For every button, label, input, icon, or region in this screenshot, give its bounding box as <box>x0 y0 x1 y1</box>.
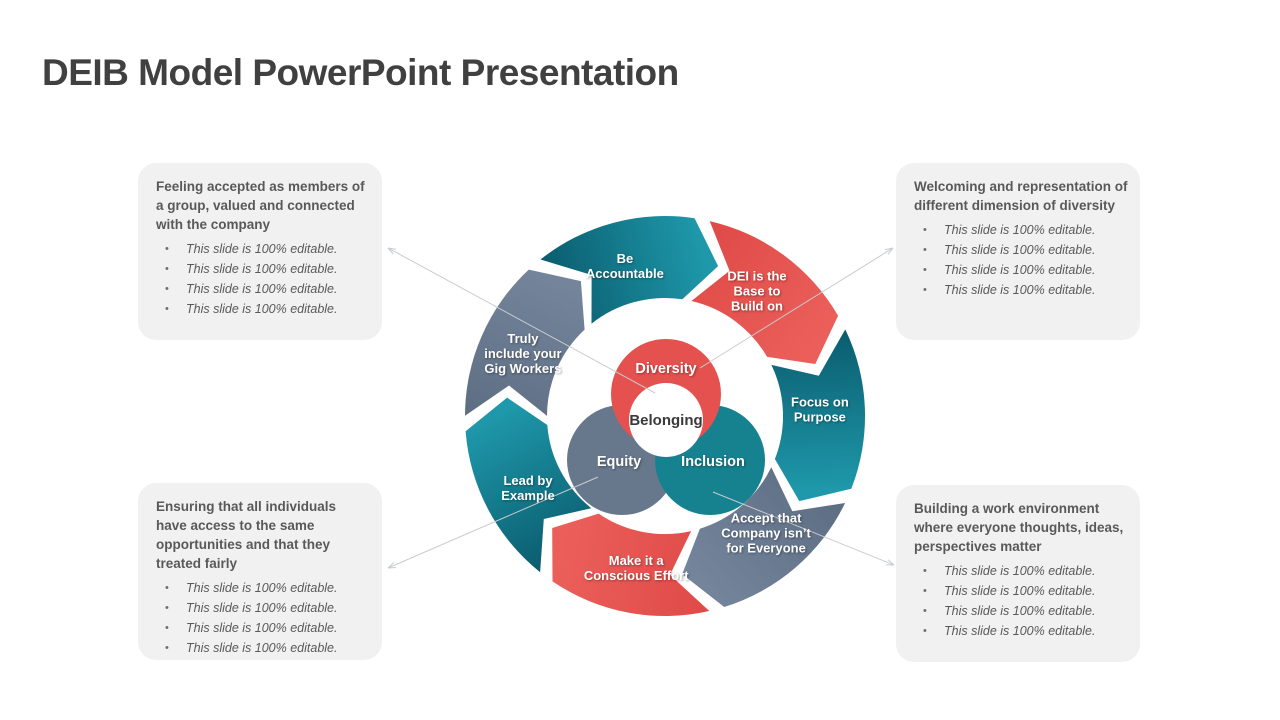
info-card-bottom-left: Ensuring that all individuals have acces… <box>138 483 382 660</box>
bullet-item: This slide is 100% editable. <box>914 280 1128 300</box>
bullet-item: This slide is 100% editable. <box>156 598 370 618</box>
connector-line <box>387 247 656 394</box>
ring-segment-truly-include-your-gig-workers <box>465 269 585 416</box>
card-bullet-list: This slide is 100% editable.This slide i… <box>914 220 1128 300</box>
ring-segment-accept-that-company-isn-t-for-everyone <box>682 467 846 607</box>
card-bullet-list: This slide is 100% editable.This slide i… <box>156 239 370 319</box>
ring-segments <box>465 216 866 616</box>
card-heading: Welcoming and representation of differen… <box>914 179 1128 213</box>
connector-arrowhead <box>387 247 396 250</box>
ring-segment-dei-is-the-base-to-build-on <box>691 221 839 364</box>
bullet-item: This slide is 100% editable. <box>914 220 1128 240</box>
card-heading: Ensuring that all individuals have acces… <box>156 499 337 571</box>
card-heading: Feeling accepted as members of a group, … <box>156 179 365 232</box>
connector-arrowhead <box>387 562 395 569</box>
bullet-item: This slide is 100% editable. <box>914 621 1128 641</box>
connector-line <box>712 491 895 566</box>
venn-label-diversity: Diversity <box>635 361 696 377</box>
bullet-item: This slide is 100% editable. <box>156 259 370 279</box>
ring-segment-lead-by-example <box>465 397 592 573</box>
bullet-item: This slide is 100% editable. <box>914 260 1128 280</box>
center-label-belonging: Belonging <box>629 412 702 429</box>
info-card-top-right: Welcoming and representation of differen… <box>896 163 1140 340</box>
connector-arrowhead <box>387 247 394 255</box>
bullet-item: This slide is 100% editable. <box>156 279 370 299</box>
card-bullet-list: This slide is 100% editable.This slide i… <box>914 561 1128 641</box>
bullet-item: This slide is 100% editable. <box>914 581 1128 601</box>
bullet-item: This slide is 100% editable. <box>914 561 1128 581</box>
connector-line <box>699 247 894 369</box>
bullet-item: This slide is 100% editable. <box>156 638 370 658</box>
connector-arrowhead <box>885 247 894 251</box>
card-bullet-list: This slide is 100% editable.This slide i… <box>156 578 370 658</box>
ring-segment-make-it-a-conscious-effort <box>552 513 710 616</box>
connector-arrowhead <box>887 559 895 566</box>
connector-lines <box>387 247 895 569</box>
bullet-item: This slide is 100% editable. <box>914 240 1128 260</box>
slide-title: DEIB Model PowerPoint Presentation <box>42 52 679 93</box>
bullet-item: This slide is 100% editable. <box>914 601 1128 621</box>
bullet-item: This slide is 100% editable. <box>156 618 370 638</box>
bullet-item: This slide is 100% editable. <box>156 239 370 259</box>
ring-segment-be-accountable <box>540 216 719 324</box>
ring-segment-focus-on-purpose <box>771 329 866 502</box>
info-card-bottom-right: Building a work environment where everyo… <box>896 485 1140 662</box>
bullet-item: This slide is 100% editable. <box>156 299 370 319</box>
connector-arrowhead <box>887 247 894 255</box>
belonging-center-circle <box>629 383 703 457</box>
venn-label-inclusion: Inclusion <box>681 454 745 470</box>
bullet-item: This slide is 100% editable. <box>156 578 370 598</box>
venn-label-equity: Equity <box>597 454 641 470</box>
venn-circles <box>567 339 765 515</box>
connector-line <box>387 476 599 569</box>
connector-arrowhead <box>387 567 397 569</box>
card-heading: Building a work environment where everyo… <box>914 501 1124 554</box>
info-card-top-left: Feeling accepted as members of a group, … <box>138 163 382 340</box>
